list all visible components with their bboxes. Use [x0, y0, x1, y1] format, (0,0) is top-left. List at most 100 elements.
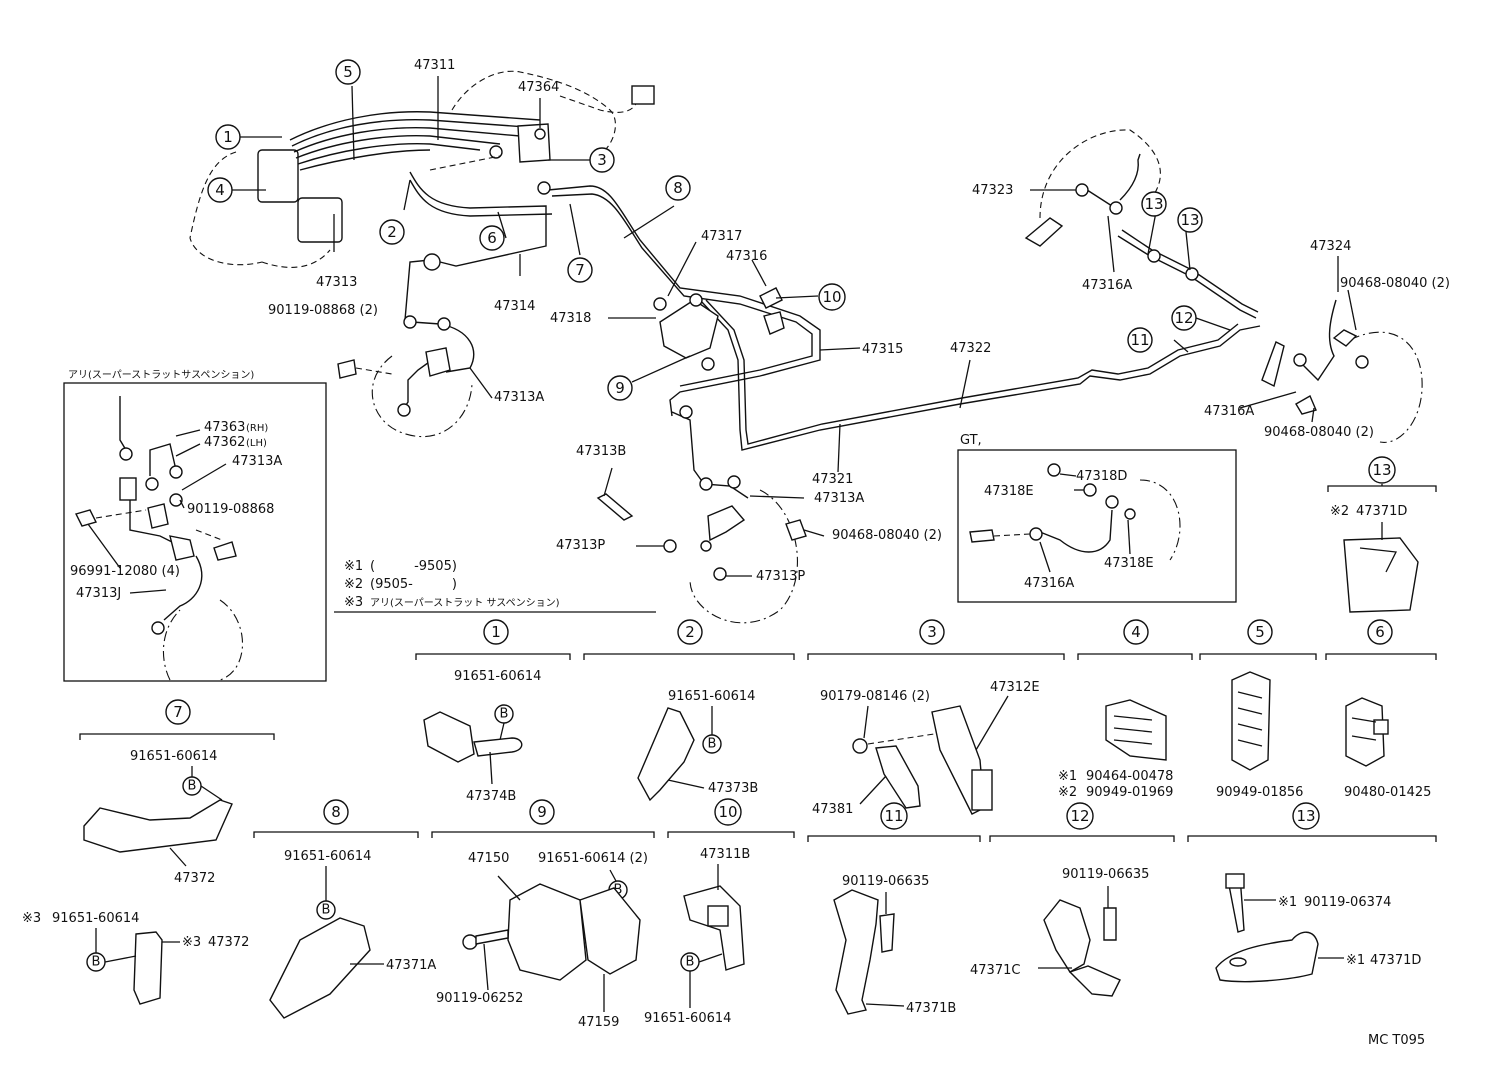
detail-9-callout: 9	[537, 803, 547, 821]
detail-6: 90480-01425	[1344, 697, 1431, 800]
bracket-47372	[83, 799, 233, 853]
detail-2-bolt: 91651-60614	[668, 689, 755, 704]
callout-13-b: 13	[1180, 211, 1199, 229]
detail-13b-callout: 13	[1296, 807, 1315, 825]
callout-10: 10	[822, 288, 841, 306]
proportioning-valve-47150	[507, 883, 587, 981]
detail-2-callout: 2	[685, 623, 695, 641]
note-1-mark: ※1	[344, 559, 363, 574]
label-47316a-b: 47316A	[1204, 404, 1254, 419]
callout-2: 2	[387, 223, 397, 241]
detail-8-part: 47371A	[386, 958, 436, 973]
label-96991-12080: 96991-12080 (4)	[70, 564, 180, 579]
detail-7-callout: 7	[173, 703, 183, 721]
detail-13b-mark: ※1	[1278, 895, 1297, 910]
label-47313: 47313	[316, 275, 357, 290]
detail-12: 90119-06635 47371C	[970, 867, 1149, 997]
label-47322: 47322	[950, 341, 991, 356]
detail-7-bolt: 91651-60614	[130, 749, 217, 764]
detail-3-part2: 47381	[812, 802, 853, 817]
detail-6-callout: 6	[1375, 623, 1385, 641]
detail-2: 91651-60614 B 47373B	[637, 689, 758, 802]
detail-3-bolt: 90179-08146 (2)	[820, 689, 930, 704]
detail-7: 91651-60614 B 47372 ※3 91651-60614 B ※3 …	[22, 749, 249, 1005]
label-90119-08868: 90119-08868 (2)	[268, 303, 378, 318]
bracket-47371b	[833, 889, 879, 1015]
label-inset-47313a: 47313A	[232, 454, 282, 469]
detail-13-callout: 13	[1372, 461, 1391, 479]
label-47318e: 47318E	[984, 484, 1034, 499]
label-47318e-b: 47318E	[1104, 556, 1154, 571]
bolt-47313b	[596, 493, 634, 521]
detail-11-callout: 11	[884, 807, 903, 825]
label-90468-08040-c: 90468-08040 (2)	[1264, 425, 1374, 440]
bracket-47372-alt	[133, 931, 163, 1005]
master-cylinder-block	[257, 149, 299, 203]
bolt-symbol: B	[92, 955, 101, 970]
connector	[631, 85, 655, 105]
diagram-code: MC T095	[1368, 1033, 1425, 1048]
detail-13-top: 13 ※2 47371D	[1327, 456, 1437, 613]
clamp-47371d-bottom	[1215, 931, 1319, 983]
clamp-47371d	[1343, 537, 1419, 613]
label-47316a: 47316A	[1082, 278, 1132, 293]
detail-9: 47150 91651-60614 (2) B 90119-06252 4715…	[436, 851, 648, 1030]
detail-3-part: 47312E	[990, 680, 1040, 695]
detail-4-mark2: ※2	[1058, 785, 1077, 800]
note-2-mark: ※2	[344, 577, 363, 592]
detail-7-alt-mark: ※3	[22, 911, 41, 926]
detail-4-part1: 90464-00478	[1086, 769, 1173, 784]
detail-9-part2: 47159	[578, 1015, 619, 1030]
callout-11: 11	[1130, 331, 1149, 349]
callout-7: 7	[575, 261, 585, 279]
clip-detail-6	[1345, 697, 1385, 767]
detail-8-callout: 8	[331, 803, 341, 821]
label-47313a-b: 47313A	[814, 491, 864, 506]
callout-9: 9	[615, 379, 625, 397]
detail-3: 90179-08146 (2) 47312E 47381	[812, 680, 1040, 817]
label-gt-47316a: 47316A	[1024, 576, 1074, 591]
callouts: 1 4 5 2 6 3 7 8 9 10 13 13 12 11	[207, 59, 1203, 401]
label-47313p-b: 47313P	[756, 569, 805, 584]
detail-5: 90949-01856	[1216, 671, 1303, 800]
bolt-symbol: B	[614, 883, 623, 898]
detail-7-alt-bolt: 91651-60614	[52, 911, 139, 926]
label-47317: 47317	[701, 229, 742, 244]
clip-47371a	[269, 917, 371, 1019]
detail-5-callout: 5	[1255, 623, 1265, 641]
detail-10-part: 47311B	[700, 847, 750, 862]
label-lh: (LH)	[246, 438, 267, 449]
label-47321: 47321	[812, 472, 853, 487]
callout-6: 6	[487, 229, 497, 247]
detail-13-part: 47371D	[1356, 504, 1407, 519]
detail-11-part: 47371B	[906, 1001, 956, 1016]
bracket-47311b	[683, 885, 745, 971]
main-labels: 47311 47364 47313 47314 47317 47316 4731…	[268, 58, 1450, 584]
detail-2-part: 47373B	[708, 781, 758, 796]
detail-11-bolt: 90119-06635	[842, 874, 929, 889]
detail-9-part: 47150	[468, 851, 509, 866]
proportioning-valve	[659, 299, 719, 359]
note-3-text: アリ(スーパーストラット サスペンション)	[370, 597, 560, 609]
label-47318d: 47318D	[1076, 469, 1127, 484]
detail-10-bolt: 91651-60614	[644, 1011, 731, 1026]
callout-13-a: 13	[1144, 195, 1163, 213]
label-90468-08040-b: 90468-08040 (2)	[1340, 276, 1450, 291]
label-47311: 47311	[414, 58, 455, 73]
detail-12-callout: 12	[1070, 807, 1089, 825]
detail-1-bolt: 91651-60614	[454, 669, 541, 684]
detail-headers: 1 2 3 4 5 6 7 8 9 10 11 12 13	[79, 619, 1437, 842]
detail-4-mark1: ※1	[1058, 769, 1077, 784]
label-inset-90119-08868: 90119-08868	[187, 502, 274, 517]
notes-block: ※1 ( -9505) ※2 (9505- ) ※3 アリ(スーパーストラット …	[334, 559, 656, 613]
callout-5: 5	[343, 63, 353, 81]
note-1-text: ( -9505)	[370, 559, 457, 574]
detail-9-bolt: 91651-60614 (2)	[538, 851, 648, 866]
detail-4: ※1 90464-00478 ※2 90949-01969	[1058, 699, 1173, 800]
callout-4: 4	[215, 181, 225, 199]
detail-13-bottom: ※1 90119-06374 ※1 47371D	[1215, 873, 1421, 983]
main-brake-pipe-assembly	[189, 70, 1423, 624]
label-47313a: 47313A	[494, 390, 544, 405]
